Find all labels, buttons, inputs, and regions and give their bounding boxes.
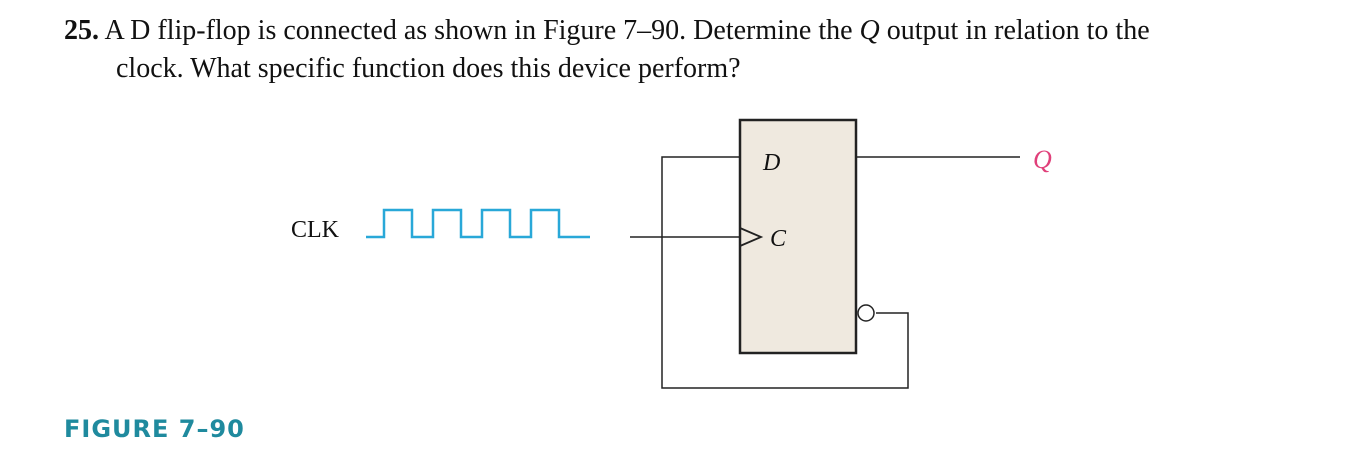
clock-edge-triangle-icon <box>739 227 764 247</box>
question-number: 25. <box>64 15 99 46</box>
clock-waveform-icon <box>366 208 590 239</box>
question-text-end: output in relation to the <box>879 15 1150 46</box>
feedback-wire <box>661 156 909 389</box>
figure-label: FIGURE 7–90 <box>64 415 245 443</box>
d-flipflop-body <box>738 118 858 355</box>
question-q-variable: Q <box>859 15 880 46</box>
question-text-start: A D flip-flop is connected as shown in F… <box>104 15 860 46</box>
c-input-label: C <box>770 226 787 252</box>
clk-label: CLK <box>291 217 340 243</box>
question-line-2: clock. What specific function does this … <box>116 53 741 84</box>
question-line-1: 25. A D flip-flop is connected as shown … <box>64 12 1334 50</box>
question-text: 25. A D flip-flop is connected as shown … <box>64 12 1334 88</box>
q-output-label: Q <box>1033 145 1052 174</box>
qbar-inversion-bubble <box>857 304 875 322</box>
d-input-label: D <box>762 150 780 176</box>
